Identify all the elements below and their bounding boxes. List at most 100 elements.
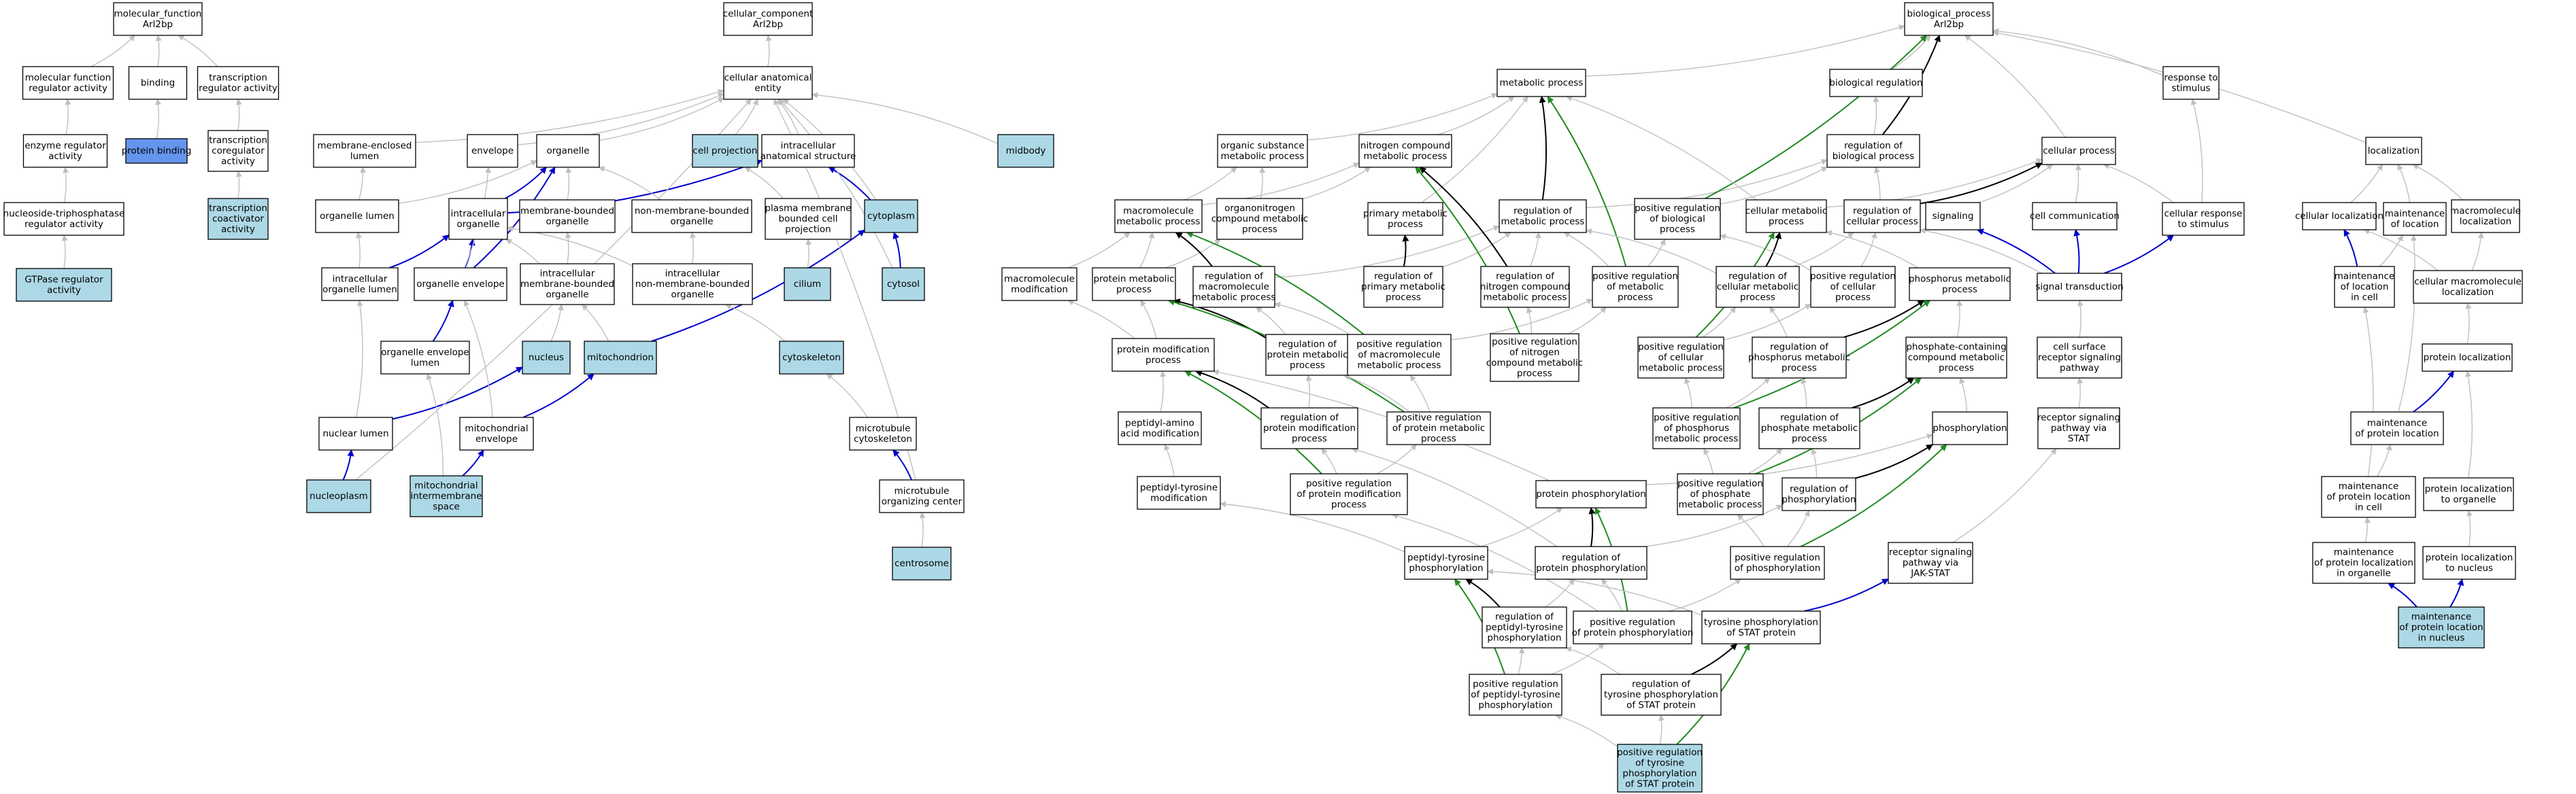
term-node-organelle[interactable]: organelle xyxy=(536,134,600,168)
term-node-inmbo[interactable]: intracellularnon-membrane-boundedorganel… xyxy=(632,263,753,305)
term-node-cellproj[interactable]: cell projection xyxy=(692,134,758,168)
term-node-cytoplasm[interactable]: cytoplasm xyxy=(864,199,918,233)
term-node-nucleoplasm[interactable]: nucleoplasm xyxy=(306,479,371,513)
term-node-binding[interactable]: binding xyxy=(128,66,188,100)
term-node-metab[interactable]: metabolic process xyxy=(1496,69,1586,97)
term-node-protlocal[interactable]: protein localization xyxy=(2422,343,2513,372)
term-node-bioreg[interactable]: biological regulation xyxy=(1829,69,1923,97)
term-node-cellloc[interactable]: cellular localization xyxy=(2295,202,2383,230)
term-node-protphos[interactable]: protein phosphorylation xyxy=(1535,480,1647,508)
term-node-cellproc[interactable]: cellular process xyxy=(2041,137,2116,165)
term-node-cilium[interactable]: cilium xyxy=(784,267,831,301)
term-node-sigtrans[interactable]: signal transduction xyxy=(2035,273,2124,301)
term-node-nucleus[interactable]: nucleus xyxy=(522,341,571,375)
term-node-phosphorylation[interactable]: phosphorylation xyxy=(1932,411,2008,445)
term-node-envelope[interactable]: envelope xyxy=(467,134,518,168)
term-node-cytosk[interactable]: cytoskeleton xyxy=(779,341,844,375)
term-node-centrosome[interactable]: centrosome xyxy=(892,547,952,581)
term-node-cytosol[interactable]: cytosol xyxy=(882,267,925,301)
term-node-cellcomm[interactable]: cell communication xyxy=(2030,202,2120,230)
term-node-midbody[interactable]: midbody xyxy=(997,134,1054,168)
term-node-nuclumen[interactable]: nuclear lumen xyxy=(318,417,393,451)
term-node-orgenv[interactable]: organelle envelope xyxy=(414,267,507,301)
term-node-mito[interactable]: mitochondrion xyxy=(584,341,657,375)
term-node-regptphos[interactable]: regulation ofpeptidyl-tyrosinephosphoryl… xyxy=(1482,606,1567,649)
